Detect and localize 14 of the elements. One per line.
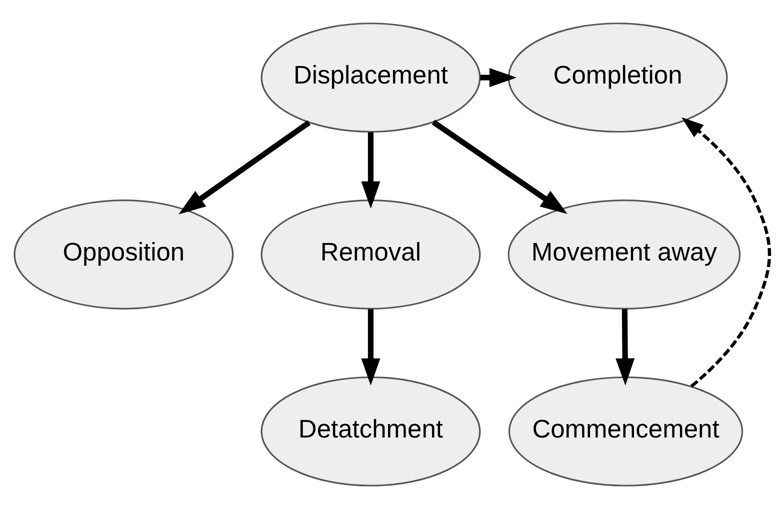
node-ellipse: Opposition (14, 199, 234, 309)
node-ellipse: Completion (508, 22, 728, 132)
arrow (178, 120, 311, 214)
node-ellipse: Removal (260, 199, 481, 309)
node-ellipse: Movement away (508, 199, 741, 309)
arrow (361, 308, 380, 386)
node-ellipse: Detatchment (260, 376, 481, 486)
node-ellipse: Displacement (260, 22, 481, 132)
arrow (681, 116, 772, 388)
arrow (480, 68, 517, 87)
arrow (616, 308, 635, 386)
arrow (361, 132, 380, 208)
node-ellipse: Commencement (508, 376, 744, 486)
arrow (432, 119, 568, 214)
